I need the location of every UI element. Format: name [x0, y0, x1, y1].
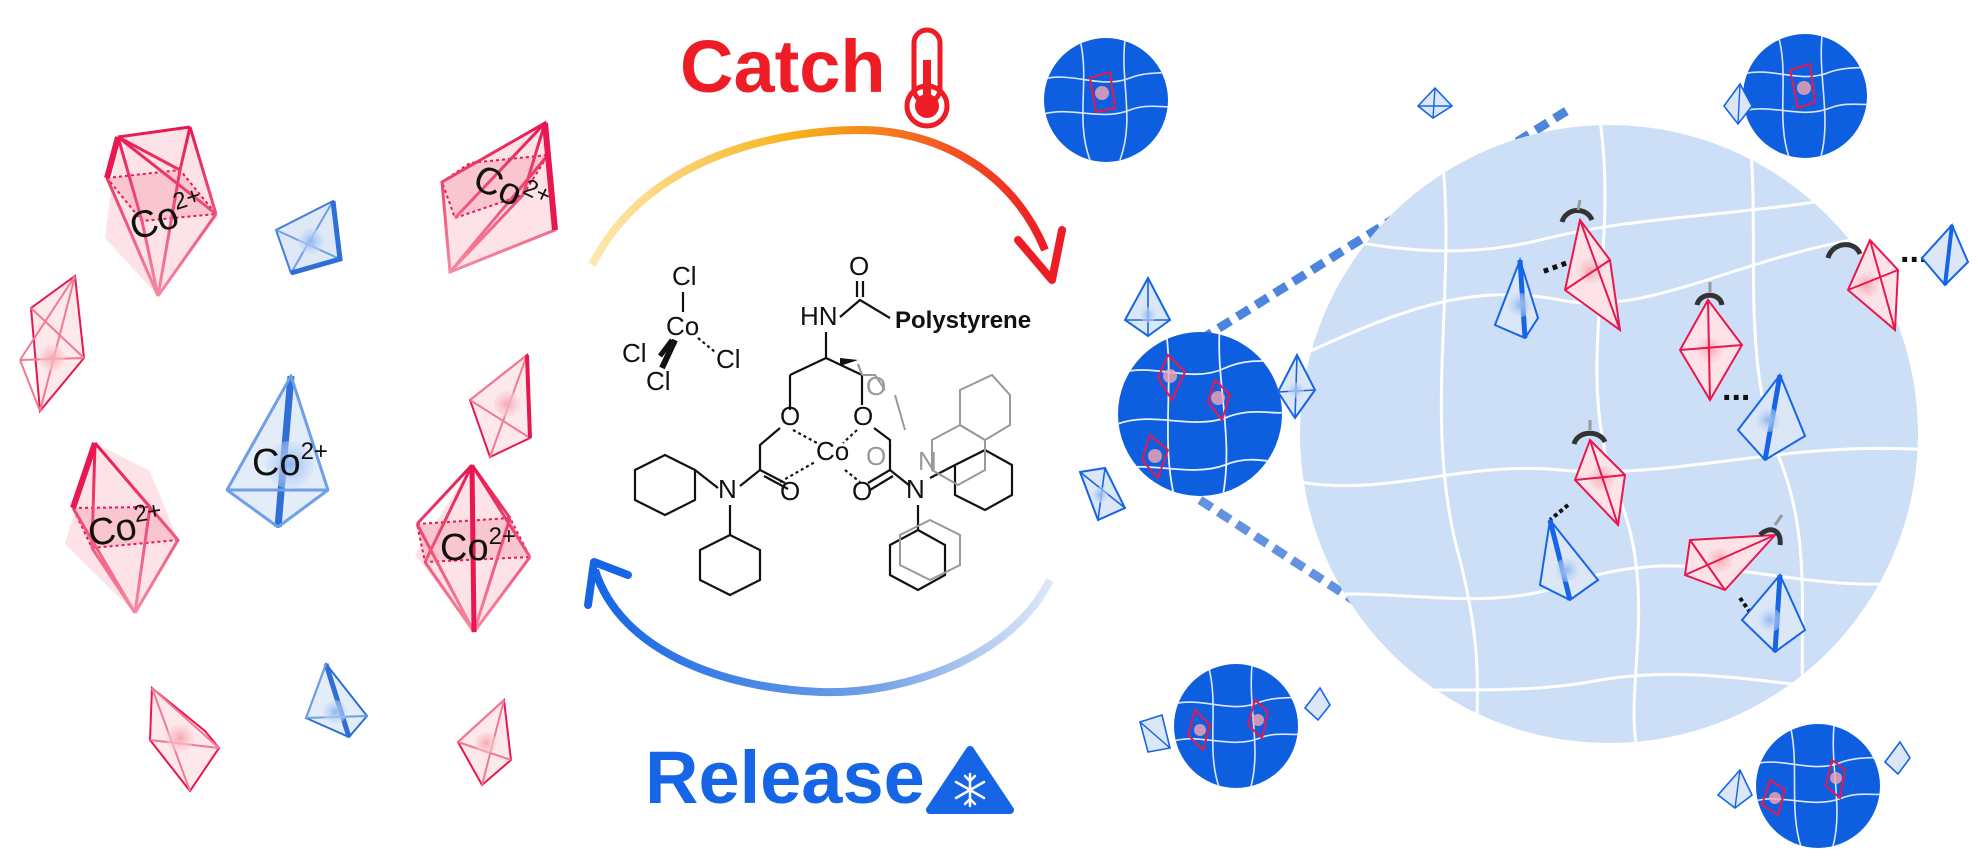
- cobalt-ion-label: Co: [252, 442, 301, 484]
- chlorine-label: Cl: [646, 366, 671, 396]
- polymer-bead: [1118, 332, 1282, 496]
- tetrahedron-cobalt: [1303, 686, 1331, 722]
- cobalt-ion-charge: 2+: [132, 497, 164, 528]
- octahedron-cobalt: Co2+: [104, 125, 218, 297]
- release-arrow: [584, 558, 1054, 697]
- snowflake-warning-icon: [926, 746, 1014, 814]
- tetrahedron-cobalt: [1740, 573, 1807, 654]
- tetrahedron-cobalt: [274, 199, 343, 276]
- catch-arrow: [588, 125, 1066, 284]
- octahedron-cobalt: Co2+: [415, 463, 532, 633]
- cobalt-ion-label: Co: [440, 527, 489, 569]
- polymer-bead: [1743, 34, 1867, 158]
- tetrahedron-cobalt: Co2+: [225, 373, 330, 529]
- chlorine-label: Cl: [622, 338, 647, 368]
- tetrahedron-cobalt: [1078, 466, 1127, 522]
- octahedron-cobalt: [456, 697, 513, 787]
- octahedron-cobalt: Co2+: [440, 120, 558, 275]
- release-label-group: Release: [645, 736, 1014, 819]
- cobalt-ion-label: Co: [85, 506, 140, 556]
- polystyrene-label: Polystyrene: [895, 307, 1031, 334]
- tetrahedron-cobalt: [1493, 256, 1540, 340]
- oxygen-label: O: [780, 476, 800, 506]
- tetrahedron-cobalt: [304, 661, 369, 739]
- chlorine-label: Cl: [716, 344, 741, 374]
- oxygen-label: O: [780, 401, 800, 431]
- nitrogen-label: N: [906, 474, 925, 504]
- octahedron-cobalt: [19, 274, 86, 414]
- free-cobalt-species: Co2+ Co2+ Co2+: [19, 120, 558, 793]
- captured-cobalt-complex: [1683, 514, 1784, 592]
- captured-cobalt-complex: [1678, 282, 1744, 402]
- tetrahedron-cobalt: [1920, 223, 1970, 287]
- chemical-structure: Cl Co Cl Cl Cl O HN Polystyrene O O Co O…: [622, 251, 1031, 597]
- octahedron-cobalt: [148, 685, 221, 793]
- interaction-dots: ...: [1722, 370, 1750, 408]
- tetrahedron-cobalt: [1276, 352, 1317, 420]
- oxygen-label: O: [853, 401, 873, 431]
- thermometer-icon: [904, 27, 950, 129]
- nitrogen-label: N: [718, 474, 737, 504]
- release-label: Release: [645, 736, 925, 819]
- cobalt-ion-charge: 2+: [301, 438, 328, 465]
- tetrahedron-cobalt: [1416, 86, 1454, 119]
- cobalt-ion-charge: 2+: [489, 523, 516, 550]
- captured-cobalt-complex: [1559, 199, 1622, 333]
- amide-nh-label: HN: [800, 301, 838, 331]
- oxygen-label: O: [866, 371, 886, 401]
- cobalt-label: Co: [816, 436, 849, 466]
- catch-label-group: Catch: [680, 25, 950, 129]
- chlorine-label: Cl: [672, 261, 697, 291]
- svg-text:Co2+: Co2+: [252, 438, 328, 484]
- interaction-dots: ...: [1900, 232, 1928, 270]
- oxygen-label: O: [849, 251, 869, 281]
- zoomed-polymer-network: ... ... ...: [1300, 125, 1970, 743]
- captured-cobalt-complex: [1571, 420, 1627, 528]
- tetrahedron-cobalt: [1139, 713, 1171, 753]
- svg-text:Co2+: Co2+: [84, 497, 167, 555]
- octahedron-cobalt: Co2+: [65, 442, 181, 614]
- oxygen-label: O: [852, 476, 872, 506]
- oxygen-label: O: [866, 441, 886, 471]
- octahedron-cobalt: [468, 352, 532, 459]
- tetrahedron-cobalt: [1722, 82, 1753, 126]
- tetrahedron-cobalt: [1883, 740, 1911, 776]
- captured-cobalt-complex: [1825, 238, 1900, 333]
- tetrahedron-cobalt: [1716, 768, 1754, 810]
- polymer-bead: [1044, 38, 1168, 162]
- catch-label: Catch: [680, 25, 886, 108]
- polymer-bead: [1174, 664, 1298, 788]
- tetrahedron-cobalt: [1538, 517, 1600, 602]
- tetrahedron-cobalt: [1736, 373, 1807, 462]
- tetrahedron-cobalt: [1123, 275, 1172, 338]
- polymer-bead: [1756, 724, 1880, 848]
- cobalt-label: Co: [666, 311, 699, 341]
- svg-text:Co2+: Co2+: [440, 523, 516, 569]
